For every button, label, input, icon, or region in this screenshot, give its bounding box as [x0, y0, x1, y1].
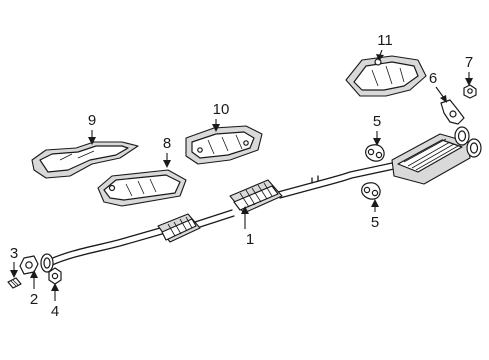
- rear-muffler: [391, 126, 482, 185]
- callout-9: 9: [88, 112, 96, 145]
- nut: [48, 267, 62, 285]
- callout-11: 11: [376, 32, 393, 61]
- front-converter: [157, 213, 201, 243]
- callout-7: 7: [465, 54, 473, 86]
- callout-label-4: 4: [51, 303, 59, 320]
- callout-label-3: 3: [10, 245, 18, 262]
- heat-shield-center: [97, 169, 187, 207]
- callout-label-8: 8: [163, 135, 171, 152]
- callout-label-10: 10: [213, 101, 230, 118]
- callout-4: 4: [51, 283, 59, 320]
- center-muffler: [229, 179, 283, 214]
- callout-6: 6: [429, 70, 447, 103]
- callout-label-5a: 5: [373, 113, 381, 130]
- callout-label-5b: 5: [371, 214, 379, 231]
- callout-label-6: 6: [429, 70, 437, 87]
- callout-label-11: 11: [377, 32, 393, 49]
- callout-8: 8: [163, 135, 171, 168]
- callout-5b: 5: [371, 199, 379, 231]
- heat-shield-front: [31, 141, 139, 179]
- callout-5a: 5: [373, 113, 381, 146]
- callout-label-2: 2: [30, 291, 38, 308]
- exhaust-pipe-assembly: [40, 126, 482, 273]
- callout-10: 10: [212, 101, 229, 132]
- callout-label-1: 1: [246, 231, 254, 248]
- callout-label-7: 7: [465, 54, 473, 71]
- bracket-bolt: [463, 84, 477, 99]
- gasket: [19, 255, 39, 275]
- stud-bolt: [7, 277, 22, 289]
- hanger-lower: [361, 182, 381, 200]
- callout-label-9: 9: [88, 112, 96, 129]
- heat-shield-rear: [345, 55, 427, 97]
- callout-1: 1: [241, 206, 254, 248]
- hanger-upper: [365, 144, 385, 162]
- hanger-bracket: [440, 99, 465, 125]
- pipe-front-flange: [40, 253, 54, 273]
- callout-2: 2: [30, 270, 38, 308]
- heat-shield-center-upper: [185, 125, 263, 165]
- callout-3: 3: [10, 245, 18, 278]
